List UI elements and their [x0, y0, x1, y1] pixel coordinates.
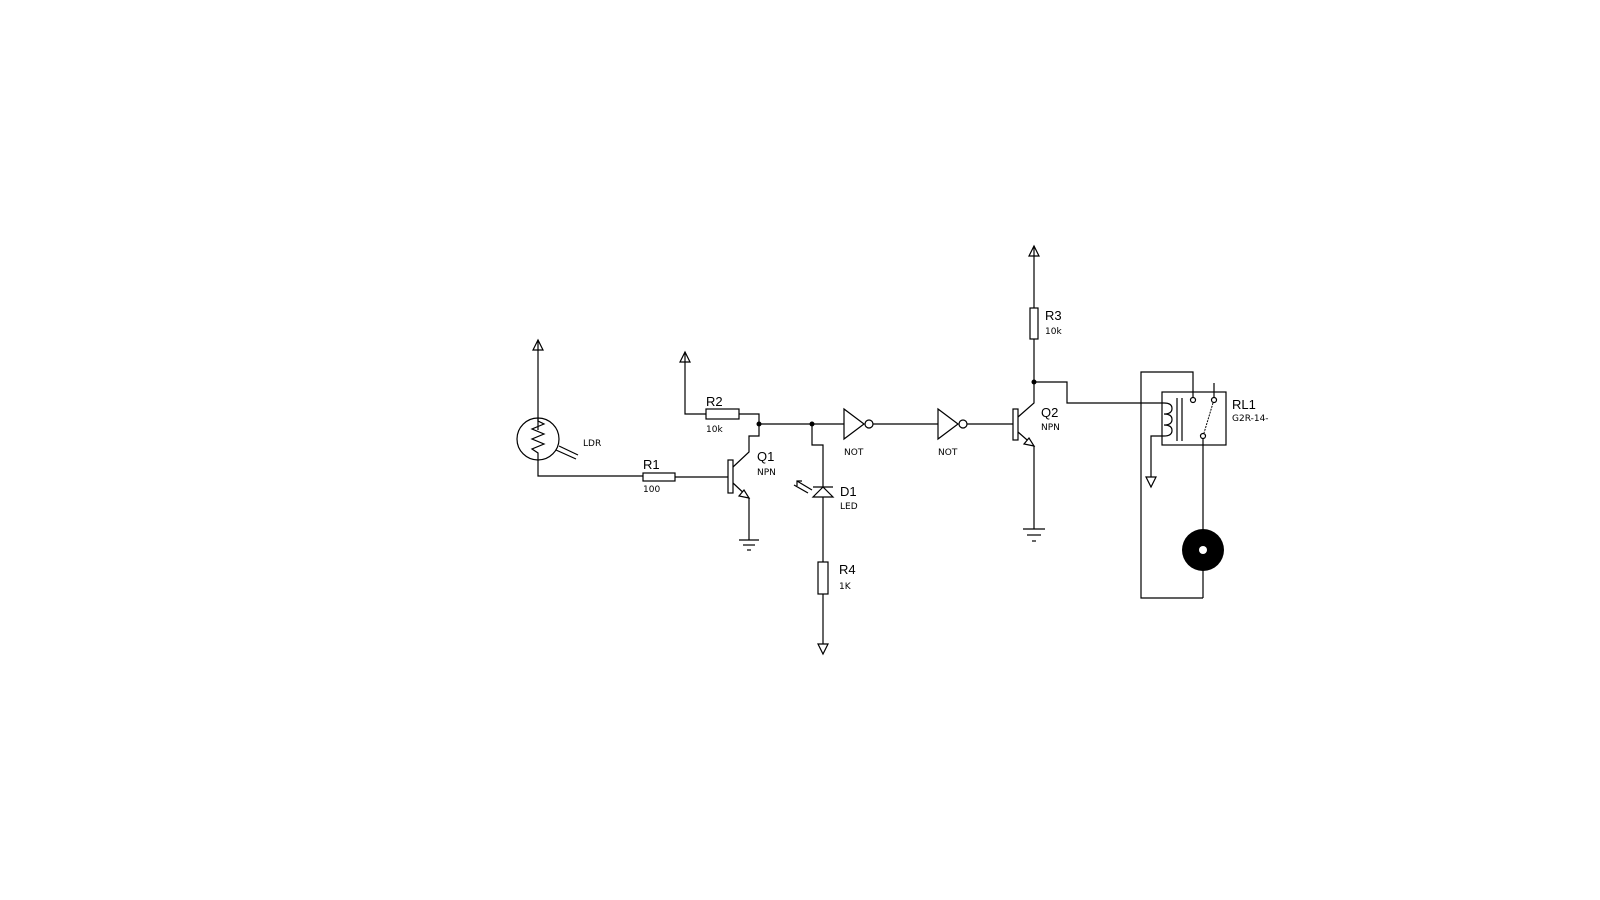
resistor-r1[interactable]: R1 100 — [642, 457, 728, 495]
r1-value: 100 — [643, 485, 660, 495]
q2-ref: Q2 — [1041, 405, 1058, 420]
q1-ref: Q1 — [757, 449, 774, 464]
rl1-ref: RL1 — [1232, 397, 1256, 412]
not-gate-2[interactable]: NOT — [937, 407, 1013, 458]
q1-type: NPN — [757, 468, 776, 478]
not-gate-1[interactable]: NOT — [843, 407, 938, 458]
not2-label: NOT — [938, 448, 958, 458]
ground-arrow-icon — [1145, 476, 1157, 489]
ldr-label: LDR — [583, 439, 601, 449]
ground-arrow-icon — [817, 643, 829, 656]
r4-value: 1K — [839, 582, 852, 592]
r3-value: 10k — [1045, 327, 1062, 337]
switch-contact — [1203, 402, 1214, 434]
resistor-r4[interactable]: R4 1K — [817, 561, 856, 656]
d1-type: LED — [840, 502, 858, 512]
motor-load-icon — [1182, 529, 1224, 571]
light-emission-icon — [793, 480, 813, 494]
relay-rl1[interactable]: RL1 G2R-14- — [1140, 371, 1269, 599]
r2-ref: R2 — [706, 394, 723, 409]
resistor-r2[interactable]: R2 10k — [679, 350, 760, 435]
r1-ref: R1 — [643, 457, 660, 472]
transistor-q2[interactable]: Q2 NPN — [1012, 382, 1060, 542]
junction-dot — [756, 421, 762, 427]
ldr-component[interactable]: LDR — [516, 338, 643, 477]
ground-icon — [739, 539, 759, 551]
rl1-value: G2R-14- — [1232, 414, 1269, 424]
r3-ref: R3 — [1045, 308, 1062, 323]
ground-icon — [1023, 528, 1045, 542]
transistor-q1[interactable]: Q1 NPN — [727, 424, 776, 551]
not1-label: NOT — [844, 448, 864, 458]
d1-ref: D1 — [840, 484, 857, 499]
r2-value: 10k — [706, 425, 723, 435]
r4-ref: R4 — [839, 562, 856, 577]
resistor-r3[interactable]: R3 10k — [1028, 244, 1062, 382]
led-d1[interactable]: D1 LED — [793, 424, 858, 562]
coil-icon — [1163, 402, 1173, 437]
q2-type: NPN — [1041, 423, 1060, 433]
